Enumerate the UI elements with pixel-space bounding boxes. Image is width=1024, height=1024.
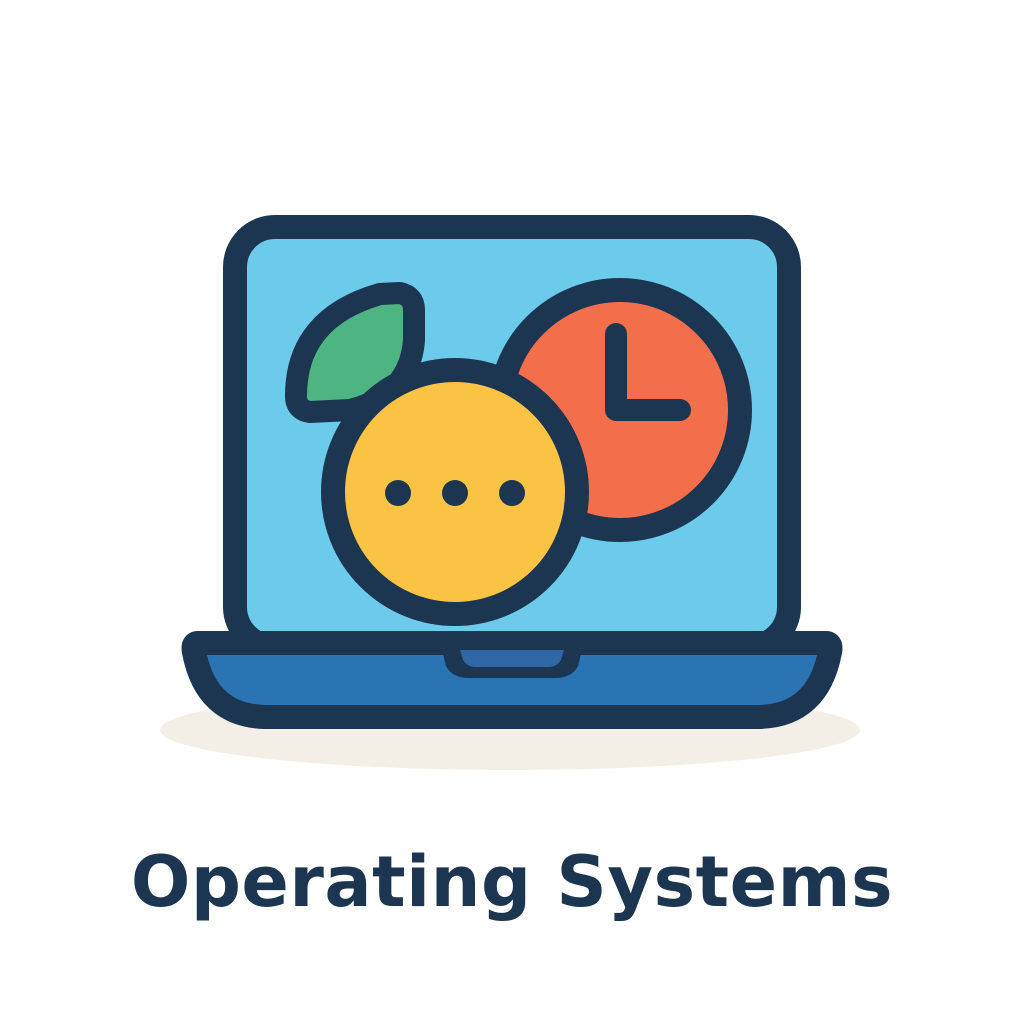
laptop-base [181, 631, 843, 729]
chat-bubble-icon [321, 358, 589, 626]
caption-title: Operating Systems [130, 841, 894, 923]
